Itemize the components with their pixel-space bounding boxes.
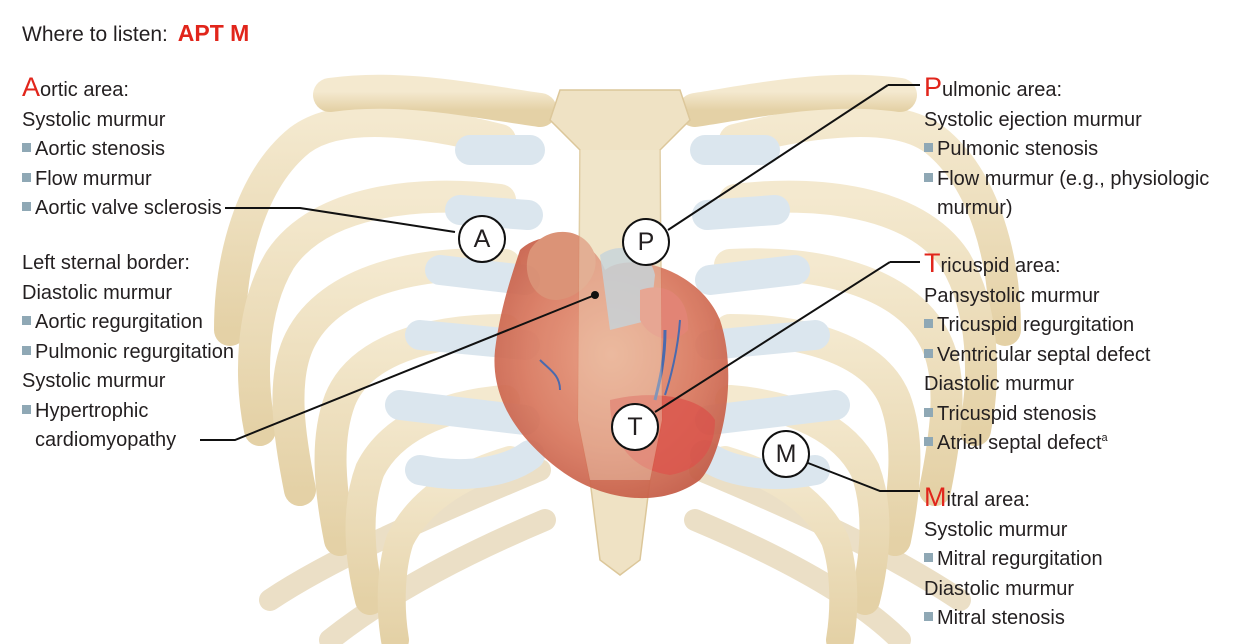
pulmonic-bullet: Pulmonic stenosis xyxy=(924,135,1209,165)
tricuspid-diastolic: Diastolic murmur xyxy=(924,373,1075,395)
tricuspid-bullet-asd: Atrial septal defecta xyxy=(924,429,1150,459)
tricuspid-heading-rest: ricuspid area: xyxy=(940,255,1061,277)
aortic-bullet: Flow murmur xyxy=(22,165,222,195)
footnote-mark: a xyxy=(1101,432,1108,444)
tricuspid-area-heading: Tricuspid area: xyxy=(924,249,1150,282)
aortic-circle-label: A xyxy=(458,215,506,263)
leader-lines xyxy=(200,84,920,492)
aortic-area-heading: Aortic area: xyxy=(22,73,222,106)
aortic-area-block: Aortic area: Systolic murmur Aortic sten… xyxy=(22,73,222,224)
mitral-cap: M xyxy=(924,482,947,512)
lsb-bullet-cont: cardiomyopathy xyxy=(35,429,177,451)
tricuspid-bullet: Tricuspid stenosis xyxy=(924,400,1150,430)
clavicles xyxy=(313,74,917,127)
mitral-circle-label: M xyxy=(762,430,810,478)
lsb-bullet: Pulmonic regurgitation xyxy=(22,338,234,368)
pulmonic-area-heading: Pulmonic area: xyxy=(924,73,1209,106)
asd-text: Atrial septal defect xyxy=(937,432,1102,454)
pulmonic-area-block: Pulmonic area: Systolic ejection murmur … xyxy=(924,73,1209,224)
aortic-heading-rest: ortic area: xyxy=(40,79,129,101)
tricuspid-bullet: Ventricular septal defect xyxy=(924,341,1150,371)
pulmonic-circle-label: P xyxy=(622,218,670,266)
lsb-diastolic: Diastolic murmur xyxy=(22,281,173,304)
page-title: Where to listen: APT M xyxy=(22,20,249,47)
pulmonic-bullet: Flow murmur (e.g., physiologic xyxy=(924,165,1209,195)
heart xyxy=(494,231,729,499)
mitral-bullet: Mitral regurgitation xyxy=(924,545,1103,575)
aortic-systolic: Systolic murmur xyxy=(22,108,166,131)
tricuspid-area-block: Tricuspid area: Pansystolic murmur Tricu… xyxy=(924,249,1150,459)
pulmonic-heading-rest: ulmonic area: xyxy=(942,79,1063,101)
mitral-area-block: Mitral area: Systolic murmur Mitral regu… xyxy=(924,483,1103,634)
pulmonic-cap: P xyxy=(924,72,943,102)
mitral-heading-rest: itral area: xyxy=(946,489,1030,511)
lsb-bullet: Aortic regurgitation xyxy=(22,308,234,338)
aortic-bullet: Aortic valve sclerosis xyxy=(22,194,222,224)
lsb-point xyxy=(591,291,599,299)
back-ribs xyxy=(259,459,971,644)
mitral-bullet: Mitral stenosis xyxy=(924,604,1103,634)
mitral-systolic: Systolic murmur xyxy=(924,518,1068,541)
tricuspid-bullet: Tricuspid regurgitation xyxy=(924,311,1150,341)
pulmonic-bullet-cont: murmur) xyxy=(937,197,1013,219)
tricuspid-pansystolic: Pansystolic murmur xyxy=(924,284,1100,307)
tricuspid-cap: T xyxy=(924,248,941,278)
lsb-systolic: Systolic murmur xyxy=(22,370,166,392)
tricuspid-circle-label: T xyxy=(611,403,659,451)
aortic-cap: A xyxy=(22,72,41,102)
pulmonic-systolic: Systolic ejection murmur xyxy=(924,108,1142,131)
title-prefix: Where to listen: xyxy=(22,23,168,46)
lsb-heading: Left sternal border: xyxy=(22,252,190,274)
lsb-block: Left sternal border: Diastolic murmur Ao… xyxy=(22,249,234,456)
mitral-area-heading: Mitral area: xyxy=(924,483,1103,516)
aortic-bullet: Aortic stenosis xyxy=(22,135,222,165)
mitral-diastolic: Diastolic murmur xyxy=(924,577,1075,600)
title-acronym: APT M xyxy=(177,20,250,46)
lsb-bullet: Hypertrophic xyxy=(22,397,234,427)
